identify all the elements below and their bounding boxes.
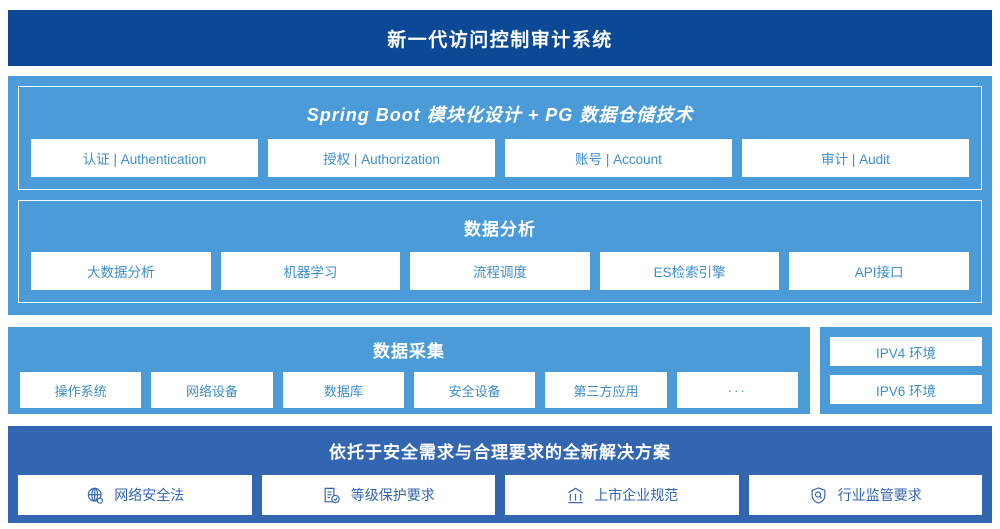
analysis-card-big-data[interactable]: 大数据分析 [31, 252, 211, 290]
compliance-card-label: 上市企业规范 [594, 487, 679, 503]
group-spring-boot-title: Spring Boot 模块化设计 + PG 数据仓储技术 [306, 105, 694, 125]
capability-card-label: 审计 | Audit [821, 152, 890, 167]
data-collection-panel: 数据采集 操作系统 网络设备 数据库 安全设备 第三方应用 ··· [8, 327, 810, 414]
data-collection-items: 操作系统 网络设备 数据库 安全设备 第三方应用 ··· [20, 372, 798, 408]
globe-icon [85, 485, 105, 505]
analysis-card-label: 流程调度 [472, 265, 527, 280]
analysis-card-label: 机器学习 [283, 265, 338, 280]
group-spring-boot: Spring Boot 模块化设计 + PG 数据仓储技术 认证 | Authe… [18, 86, 982, 190]
source-card-security-device[interactable]: 安全设备 [413, 372, 536, 408]
analysis-card-label: ES检索引擎 [653, 265, 726, 280]
compliance-panel: 依托于安全需求与合理要求的全新解决方案 网络安全法 [8, 426, 992, 523]
compliance-card-classified-protection[interactable]: 等级保护要求 [261, 475, 495, 515]
source-card-label: 网络设备 [185, 383, 238, 399]
bank-icon [565, 485, 585, 505]
source-card-label: 数据库 [323, 383, 363, 399]
source-card-database[interactable]: 数据库 [282, 372, 404, 408]
group-data-analysis-items: 大数据分析 机器学习 流程调度 ES检索引擎 API接口 [31, 252, 969, 290]
source-card-third-party-app[interactable]: 第三方应用 [545, 372, 667, 408]
environment-panel: IPV4 环境 IPV6 环境 [820, 327, 992, 414]
compliance-items: 网络安全法 等级保护要求 [18, 475, 982, 515]
source-card-label: 第三方应用 [573, 383, 639, 399]
capability-card-label: 账号 | Account [575, 152, 662, 167]
analysis-card-es-search-engine[interactable]: ES检索引擎 [599, 252, 780, 290]
page-title: 新一代访问控制审计系统 [387, 29, 613, 51]
analysis-card-label: 大数据分析 [87, 265, 155, 280]
group-spring-boot-items: 认证 | Authentication 授权 | Authorization 账… [31, 139, 969, 177]
capability-card-label: 授权 | Authorization [323, 152, 440, 167]
compliance-panel-title: 依托于安全需求与合理要求的全新解决方案 [329, 443, 671, 462]
compliance-card-label: 等级保护要求 [350, 487, 435, 503]
compliance-card-label: 行业监管要求 [837, 487, 922, 503]
source-card-label: 操作系统 [54, 383, 107, 399]
analysis-card-machine-learning[interactable]: 机器学习 [220, 252, 401, 290]
capability-card-authentication[interactable]: 认证 | Authentication [31, 139, 258, 177]
analysis-card-label: API接口 [854, 265, 904, 280]
collection-row: 数据采集 操作系统 网络设备 数据库 安全设备 第三方应用 ··· [8, 327, 992, 414]
capability-card-account[interactable]: 账号 | Account [505, 139, 732, 177]
source-card-label: ··· [727, 382, 747, 398]
capability-card-audit[interactable]: 审计 | Audit [742, 139, 969, 177]
analysis-card-process-scheduling[interactable]: 流程调度 [410, 252, 590, 290]
compliance-card-listed-company-standard[interactable]: 上市企业规范 [505, 475, 739, 515]
compliance-card-label: 网络安全法 [114, 487, 185, 503]
compliance-card-cybersecurity-law[interactable]: 网络安全法 [18, 475, 252, 515]
capability-card-authorization[interactable]: 授权 | Authorization [268, 139, 495, 177]
compliance-card-industry-regulation[interactable]: 行业监管要求 [748, 475, 982, 515]
source-card-more[interactable]: ··· [676, 372, 798, 408]
shield-search-icon [809, 485, 829, 505]
source-card-operating-system[interactable]: 操作系统 [20, 372, 142, 408]
document-check-icon [322, 485, 342, 505]
data-collection-title: 数据采集 [373, 342, 445, 361]
analysis-card-api[interactable]: API接口 [789, 252, 969, 290]
source-card-network-device[interactable]: 网络设备 [151, 372, 273, 408]
group-data-analysis-title: 数据分析 [464, 220, 536, 239]
environment-card-ipv6[interactable]: IPV6 环境 [830, 375, 982, 404]
source-card-label: 安全设备 [448, 383, 501, 399]
group-data-analysis: 数据分析 大数据分析 机器学习 流程调度 ES检索引擎 API接口 [18, 200, 982, 303]
platform-panel: Spring Boot 模块化设计 + PG 数据仓储技术 认证 | Authe… [8, 76, 992, 315]
page-title-bar: 新一代访问控制审计系统 [8, 10, 992, 66]
environment-card-ipv4[interactable]: IPV4 环境 [830, 337, 982, 366]
environment-card-label: IPV6 环境 [875, 383, 937, 399]
environment-card-label: IPV4 环境 [875, 345, 937, 361]
capability-card-label: 认证 | Authentication [82, 152, 207, 167]
